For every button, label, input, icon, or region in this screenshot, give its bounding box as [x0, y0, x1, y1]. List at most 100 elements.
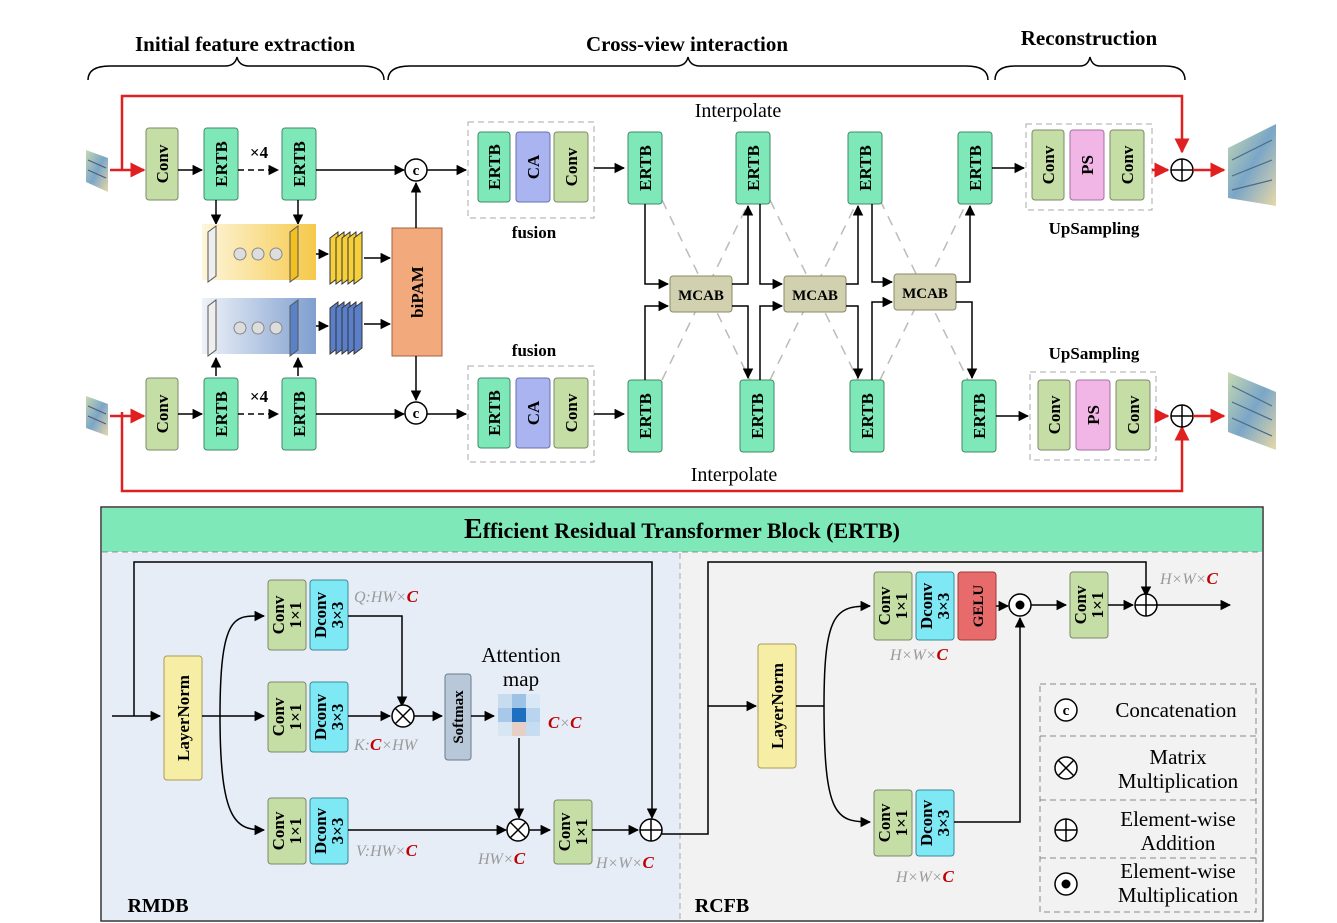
ps-label: PS [1084, 405, 1103, 425]
q-shape-label: Q:HW×C [354, 587, 419, 606]
dot-icon [233, 321, 247, 335]
ertb-label: ERTB [856, 145, 875, 191]
legend-mul-1: Element-wise [1120, 859, 1235, 883]
svg-text:Conv: Conv [875, 586, 894, 625]
arrow [823, 705, 872, 828]
ertb-label: ERTB [966, 145, 985, 191]
ertb-block [735, 131, 771, 205]
interpolate-label-top: Interpolate [695, 100, 782, 122]
layernorm-label: LayerNorm [174, 675, 193, 761]
plus-icon [1171, 159, 1193, 181]
feature-map-icon [289, 225, 299, 283]
ertb-block-top-2 [281, 127, 317, 201]
concat-symbol: c [413, 163, 420, 179]
ca-label: CA [524, 400, 543, 425]
feature-map-icon [289, 299, 299, 357]
attention-map-grid [498, 694, 540, 736]
brace-cross [387, 56, 989, 81]
ertb-detail-header [102, 508, 1262, 552]
mcab-label: MCAB [902, 286, 948, 302]
conv-block [1115, 379, 1151, 451]
conv-size-label: 1×1 [1088, 592, 1107, 619]
rmdb-label: RMDB [127, 895, 188, 917]
times4-top: ×4 [250, 143, 269, 162]
ertb-block [739, 379, 775, 453]
dot-icon [269, 247, 283, 261]
arrow [662, 700, 758, 835]
mcab-block-2 [783, 275, 847, 313]
conv-label: Conv [1118, 145, 1137, 184]
concat-node-bottom [404, 401, 428, 425]
interpolate-line-top [120, 94, 1190, 170]
attention-map-label-2: map [503, 667, 539, 691]
legend-concat: Concatenation [1115, 698, 1237, 722]
ertb-detail-panel [100, 506, 1264, 922]
svg-text:GELU: GELU [971, 585, 987, 628]
feature-map-icon [207, 225, 217, 283]
hwc-label-upper: H×W×C [889, 645, 948, 664]
legend-matmul-2: Multiplication [1118, 769, 1239, 793]
times-icon [1057, 759, 1075, 777]
svg-text:Conv: Conv [875, 803, 894, 842]
mcab-connections [644, 204, 978, 380]
hwc-label-rmdb: H×W×C [595, 853, 654, 872]
arrow [348, 615, 408, 708]
ertb-label: ERTB [212, 391, 231, 437]
dot-icon [251, 321, 265, 335]
arrow [954, 616, 1026, 823]
dot-icon [1061, 879, 1071, 889]
svg-text:Conv: Conv [269, 595, 288, 634]
rcfb-upper-branch: Conv 1×1 Dconv 3×3 GELU [873, 571, 997, 641]
legend [1039, 683, 1257, 913]
bipam-block [391, 227, 443, 357]
mcab-block-1 [669, 275, 733, 313]
plus-icon [640, 819, 662, 841]
ertb-block-top-1 [203, 127, 239, 201]
arrow [219, 715, 266, 836]
softmax-label: Softmax [451, 690, 467, 744]
ertb-label: ERTB [636, 145, 655, 191]
interpolate-line-bottom [120, 412, 1190, 493]
svg-text:Dconv: Dconv [311, 591, 330, 638]
dot-icon [233, 247, 247, 261]
mcab-label: MCAB [792, 288, 838, 304]
conv-label: Conv [1039, 145, 1058, 184]
ca-block-top [515, 131, 551, 203]
svg-text:3×3: 3×3 [934, 810, 953, 837]
times4-bottom: ×4 [250, 387, 269, 406]
ca-label: CA [524, 154, 543, 179]
fusion-group-top [467, 121, 595, 219]
rcfb-lower-branch: Conv 1×1 Dconv 3×3 [873, 789, 955, 857]
conv-size-label: 1×1 [572, 819, 591, 846]
upsampling-group-top [1025, 123, 1153, 211]
ertb-label: ERTB [744, 145, 763, 191]
legend-add-1: Element-wise [1120, 807, 1235, 831]
ertb-label: ERTB [636, 393, 655, 439]
interpolate-label-bottom: Interpolate [691, 464, 778, 486]
softmax-block [444, 673, 472, 761]
svg-text:Conv: Conv [269, 811, 288, 850]
conv-label: Conv [1045, 395, 1064, 434]
ertb-detail-title: Efficient Residual Transformer Block (ER… [464, 514, 900, 545]
k-shape-label: K:C×HW [353, 735, 419, 754]
conv-block [553, 131, 589, 203]
ca-block-bottom [515, 377, 551, 449]
feature-bundle-blue-icon [329, 301, 363, 355]
plus-icon [1055, 819, 1077, 841]
ertb-label: ERTB [485, 144, 504, 190]
arrow [823, 600, 872, 707]
ertb-label: ERTB [290, 391, 309, 437]
ertb-label: ERTB [212, 141, 231, 187]
feature-bundle-yellow-icon [329, 231, 363, 285]
legend-matmul-1: Matrix [1149, 745, 1207, 769]
skip-connection-rcfb [707, 561, 1152, 706]
brace-initial [87, 56, 385, 81]
fusion-label-top: fusion [512, 223, 557, 242]
svg-text:Dconv: Dconv [917, 799, 936, 846]
stage-cross-title: Cross-view interaction [586, 32, 788, 56]
ps-label: PS [1078, 155, 1097, 175]
v-shape-label: V:HW×C [356, 841, 418, 860]
v-conv-pair: Conv 1×1 Dconv 3×3 [267, 797, 349, 865]
legend-mul-2: Multiplication [1118, 883, 1239, 907]
input-image-bottom [86, 396, 108, 436]
